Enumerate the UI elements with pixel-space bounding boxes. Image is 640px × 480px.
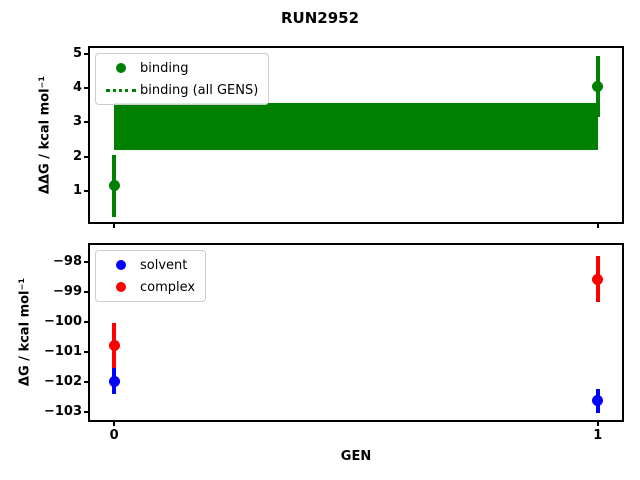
data-point <box>108 180 120 192</box>
legend-marker-cell <box>102 282 140 292</box>
y-tick-label: −100 <box>43 313 82 329</box>
legend-item: solvent <box>102 255 195 275</box>
legend-item: complex <box>102 277 195 297</box>
data-point <box>108 340 120 352</box>
x-tick-label: 1 <box>593 428 603 443</box>
y-tick-mark <box>84 52 88 55</box>
legend-label: binding <box>140 60 189 76</box>
legend-item: binding (all GENS) <box>102 80 258 100</box>
x-tick-label: 0 <box>109 428 119 443</box>
x-tick-mark <box>113 422 116 426</box>
legend: solvent complex <box>95 250 207 302</box>
lower-y-axis-label: ΔG / kcal mol⁻¹ <box>17 277 33 387</box>
upper-plot-area: 1 2 3 4 5 binding binding (all GENS) <box>73 46 624 228</box>
y-tick-label: −102 <box>43 373 82 389</box>
y-tick-label: 5 <box>72 45 82 61</box>
legend-marker-cell <box>102 260 140 270</box>
data-point <box>592 273 604 285</box>
data-point <box>592 80 604 92</box>
legend-item: binding <box>102 58 258 78</box>
figure-title: RUN2952 <box>280 9 360 27</box>
data-point <box>108 375 120 387</box>
y-tick-label: −98 <box>53 253 82 269</box>
x-axis-label: GEN <box>340 449 372 464</box>
y-tick-label: −99 <box>53 283 82 299</box>
uncertainty-band <box>114 103 598 150</box>
legend: binding binding (all GENS) <box>95 53 270 105</box>
legend-dot-icon <box>116 260 126 270</box>
legend-dot-icon <box>116 282 126 292</box>
y-tick-mark <box>84 121 88 124</box>
y-tick-mark <box>84 260 88 263</box>
y-tick-label: −103 <box>43 403 82 419</box>
legend-marker-cell <box>102 63 140 73</box>
legend-label: complex <box>140 279 196 295</box>
x-tick-mark <box>596 422 599 426</box>
y-tick-mark <box>84 410 88 413</box>
x-tick-mark <box>596 224 599 228</box>
legend-dot-icon <box>116 63 126 73</box>
y-tick-mark <box>84 87 88 90</box>
legend-marker-cell <box>102 88 140 92</box>
y-tick-label: −101 <box>43 343 82 359</box>
y-tick-mark <box>84 350 88 353</box>
y-tick-mark <box>84 155 88 158</box>
legend-dotted-line-icon <box>106 88 136 92</box>
x-tick-mark <box>113 224 116 228</box>
data-point <box>592 395 604 407</box>
lower-plot-area: −98 −99 −100 −101 −102 −103 0 1 solvent complex <box>44 243 624 443</box>
y-tick-mark <box>84 320 88 323</box>
y-tick-mark <box>84 189 88 192</box>
legend-label: binding (all GENS) <box>140 82 259 98</box>
y-tick-label: 3 <box>72 114 82 130</box>
y-tick-label: 1 <box>72 182 82 198</box>
y-tick-mark <box>84 290 88 293</box>
y-tick-mark <box>84 380 88 383</box>
legend-label: solvent <box>140 257 188 273</box>
y-tick-label: 2 <box>72 148 82 164</box>
y-tick-label: 4 <box>72 80 82 96</box>
